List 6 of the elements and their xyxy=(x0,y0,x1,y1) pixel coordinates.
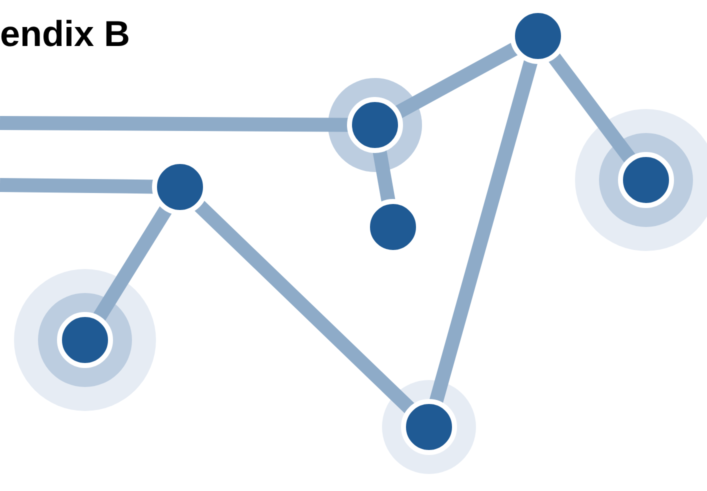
connector-line xyxy=(0,116,350,132)
connector-line xyxy=(394,42,519,119)
connector-line xyxy=(92,205,172,322)
connector-line xyxy=(548,52,636,164)
title: endix B xyxy=(0,12,130,56)
connector-line xyxy=(0,178,154,194)
